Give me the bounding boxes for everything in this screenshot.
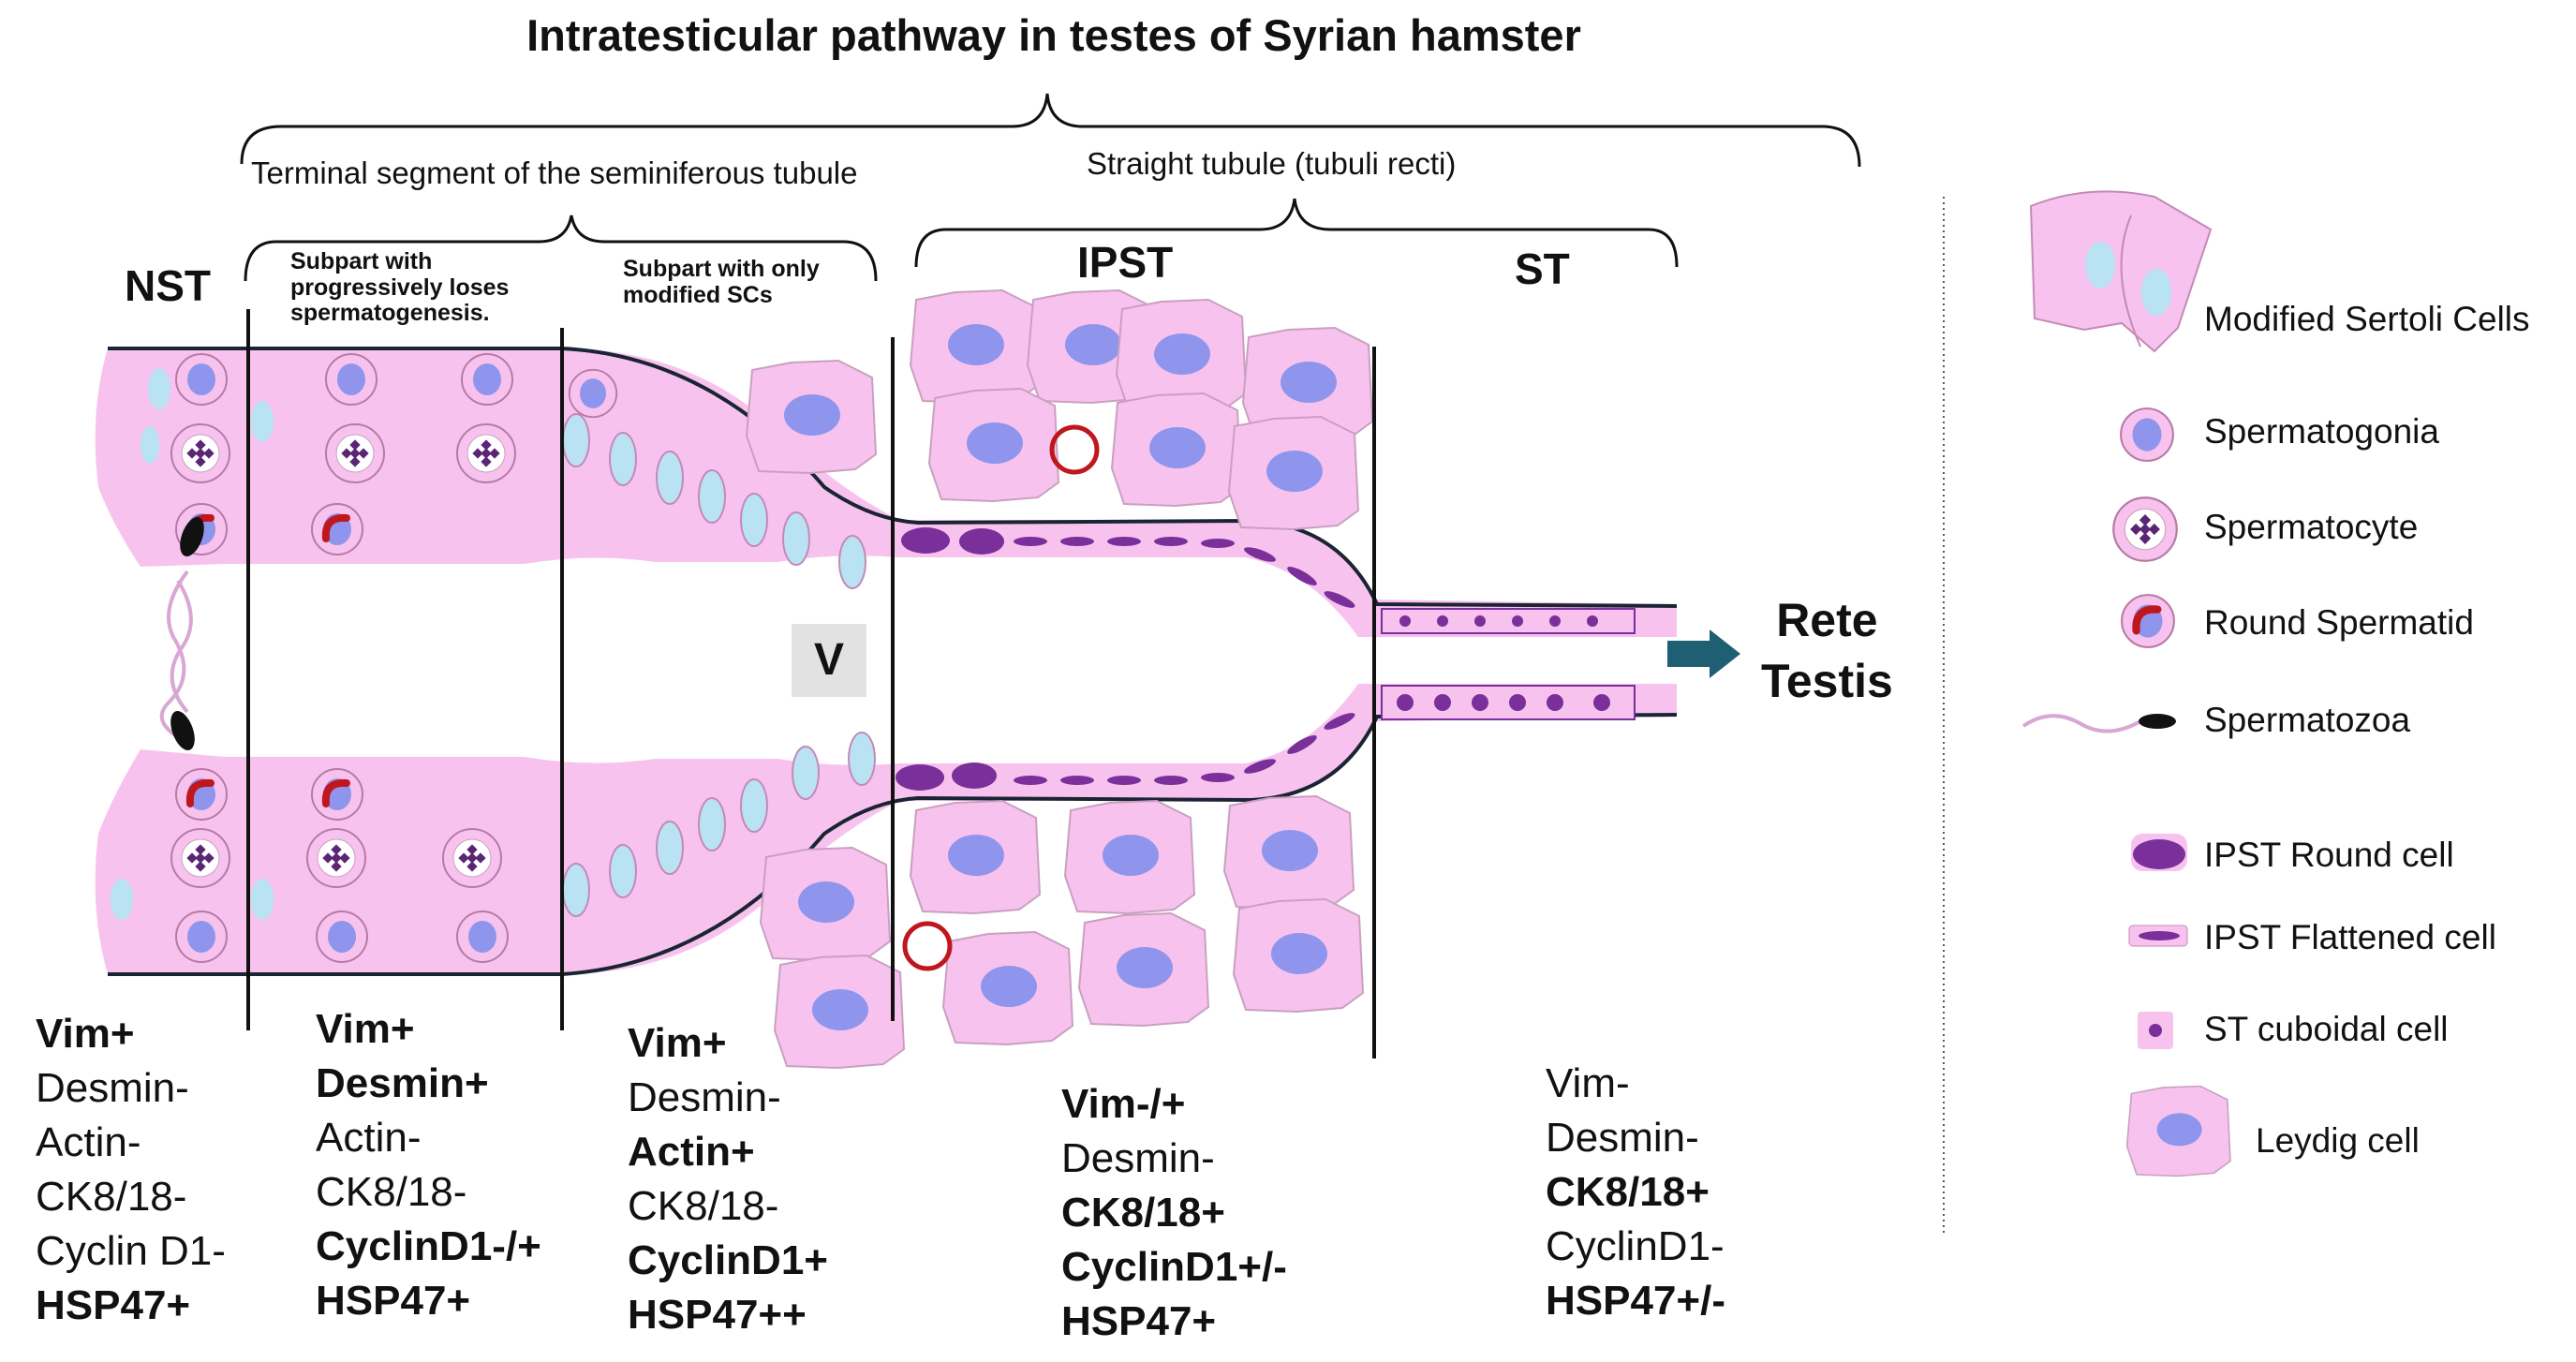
- spermatocyte-cell: [306, 828, 366, 888]
- ipst-flattened-legend-icon: [2128, 925, 2188, 947]
- ipst-wall-cells: [896, 527, 1355, 791]
- spermatocyte-legend-icon: [2112, 496, 2178, 562]
- legend-label-modified-sertoli: Modified Sertoli Cells: [2204, 300, 2530, 338]
- rete-arrow-icon: [1667, 629, 1740, 678]
- straight-tubule-label: Straight tubule (tubuli recti): [1087, 146, 1457, 181]
- subpart-modified-label: Subpart with only modified SCs: [623, 256, 820, 308]
- marker-line: CK8/18-: [36, 1174, 187, 1221]
- marker-line: Desmin+: [316, 1060, 489, 1107]
- marker-line: Actin+: [628, 1129, 755, 1176]
- terminal-segment-label: Terminal segment of the seminiferous tub…: [251, 155, 858, 190]
- rete-testis-label: Rete Testis: [1761, 590, 1893, 712]
- marker-line: HSP47+: [36, 1282, 191, 1329]
- marker-line: CK8/18-: [628, 1183, 779, 1230]
- spermatocyte-cell: [442, 828, 502, 888]
- spermatocyte-cell: [456, 423, 516, 483]
- round-spermatid-cell: [312, 504, 363, 555]
- legend-label-leydig: Leydig cell: [2256, 1121, 2420, 1160]
- lower-tubule-wall: [95, 684, 1678, 974]
- v-label: V: [792, 624, 866, 697]
- modified-sertoli-upper: [562, 413, 866, 589]
- nst-label: NST: [125, 261, 211, 310]
- tubule-outline: [108, 347, 1678, 976]
- marker-line: CK8/18+: [1061, 1190, 1225, 1236]
- spermatozoa-legend-icon: [2021, 714, 2176, 733]
- markers-progressive: Vim+ Desmin+ Actin- CK8/18- CyclinD1-/+ …: [316, 1002, 541, 1328]
- marker-line: HSP47+: [1061, 1298, 1217, 1345]
- legend-label-st-cuboidal: ST cuboidal cell: [2204, 1010, 2449, 1048]
- marker-line: HSP47+/-: [1546, 1278, 1725, 1325]
- modified-sertoli-lower: [562, 732, 876, 917]
- legend-label-spermatocyte: Spermatocyte: [2204, 508, 2419, 546]
- spermatocyte-cell: [325, 423, 385, 483]
- legend-icons: [2021, 190, 2231, 1177]
- round-spermatid-cell: [312, 769, 363, 820]
- spermatogonia-cell: [175, 910, 228, 963]
- vessel-upper: [1049, 424, 1100, 475]
- spermatogonia-cell: [325, 353, 378, 406]
- spermatogonia-cell: [316, 910, 368, 963]
- marker-line: CyclinD1+/-: [1061, 1244, 1287, 1291]
- markers-ipst: Vim-/+ Desmin- CK8/18+ CyclinD1+/- HSP47…: [1061, 1077, 1287, 1349]
- ipst-label: IPST: [1077, 238, 1174, 287]
- zone-dividers: [246, 309, 1376, 1059]
- marker-line: CyclinD1-/+: [316, 1223, 541, 1270]
- marker-line: Desmin-: [1546, 1115, 1699, 1162]
- legend-label-spermatogonia: Spermatogonia: [2204, 412, 2439, 451]
- st-cuboidal-cells: [1381, 608, 1636, 720]
- spermatogonia-cell: [568, 368, 618, 419]
- straight-tubule-bracket: [914, 198, 1679, 268]
- marker-line: CyclinD1+: [628, 1237, 828, 1284]
- spermatogonia-cell: [461, 353, 513, 406]
- modified-sertoli-legend-icon: [2029, 190, 2213, 353]
- marker-line: Vim+: [316, 1006, 415, 1052]
- ipst-round-legend-icon: [2131, 834, 2187, 871]
- lumen-spermatozoa: [159, 516, 204, 751]
- diagram-title: Intratesticular pathway in testes of Syr…: [526, 10, 1581, 60]
- legend-label-ipst-round: IPST Round cell: [2204, 836, 2454, 874]
- legend-label-spermatozoa: Spermatozoa: [2204, 701, 2411, 739]
- marker-line: CK8/18+: [1546, 1169, 1710, 1216]
- rete-line-1: Rete: [1776, 594, 1878, 646]
- markers-st: Vim- Desmin- CK8/18+ CyclinD1- HSP47+/-: [1546, 1057, 1725, 1328]
- marker-line: Actin-: [36, 1119, 141, 1166]
- marker-line: Vim-/+: [1061, 1081, 1186, 1127]
- round-spermatid-legend-icon: [2122, 595, 2174, 647]
- spermatocyte-cell: [170, 828, 230, 888]
- subpart-progressive-label: Subpart with progressively loses spermat…: [290, 248, 510, 326]
- marker-line: Vim-: [1546, 1060, 1630, 1106]
- marker-line: Desmin-: [628, 1074, 781, 1121]
- marker-line: CK8/18-: [316, 1169, 467, 1216]
- spermatogonia-cell: [456, 910, 509, 963]
- marker-line: Cyclin D1-: [36, 1228, 226, 1275]
- main-bracket: [240, 93, 1861, 168]
- markers-modified: Vim+ Desmin- Actin+ CK8/18- CyclinD1+ HS…: [628, 1016, 828, 1342]
- markers-nst: Vim+ Desmin- Actin- CK8/18- Cyclin D1- H…: [36, 1007, 226, 1333]
- marker-line: HSP47+: [316, 1278, 471, 1325]
- marker-line: HSP47++: [628, 1292, 807, 1339]
- spermatogonia-cell: [175, 353, 228, 406]
- marker-line: Desmin-: [1061, 1135, 1215, 1182]
- spermatogonia-legend-icon: [2120, 407, 2174, 462]
- rete-line-2: Testis: [1761, 655, 1893, 707]
- marker-line: Vim+: [36, 1011, 135, 1057]
- spermatocyte-cell: [170, 423, 230, 483]
- round-spermatid-cell: [176, 769, 227, 820]
- marker-line: Actin-: [316, 1115, 422, 1162]
- st-label: ST: [1515, 244, 1570, 293]
- marker-line: Vim+: [628, 1020, 727, 1066]
- leydig-legend-icon: [2125, 1085, 2231, 1177]
- marker-line: Desmin-: [36, 1065, 189, 1112]
- terminal-subpart-bracket: [244, 215, 878, 282]
- marker-line: CyclinD1-: [1546, 1223, 1725, 1270]
- upper-tubule-wall: [95, 348, 1678, 637]
- vessel-lower: [902, 921, 953, 971]
- legend-label-ipst-flattened: IPST Flattened cell: [2204, 918, 2496, 956]
- legend-label-round-spermatid: Round Spermatid: [2204, 603, 2474, 642]
- sertoli-light-blue-nst: [111, 368, 274, 920]
- st-cuboidal-legend-icon: [2138, 1012, 2173, 1049]
